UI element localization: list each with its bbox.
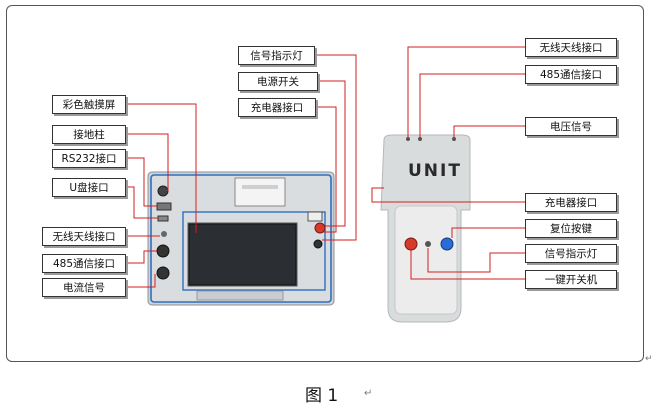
charger-port-left — [313, 239, 323, 249]
label-voltage-signal: 电压信号 — [525, 117, 617, 136]
frame-paragraph-mark: ↵ — [645, 354, 651, 364]
label-one-key-power: 一键开关机 — [525, 270, 617, 289]
port-485-left — [156, 244, 170, 258]
label-signal-led-right: 信号指示灯 — [525, 244, 617, 263]
main-instrument — [147, 171, 335, 306]
handheld-brand: UNIT — [408, 161, 462, 181]
label-power-switch: 电源开关 — [238, 72, 318, 91]
label-left-charger-port: 充电器接口 — [238, 98, 316, 117]
signal-led — [425, 241, 431, 247]
handheld-unit — [380, 134, 471, 323]
label-right-charger-port: 充电器接口 — [525, 193, 617, 212]
label-current-signal: 电流信号 — [42, 278, 126, 297]
power-switch — [314, 222, 326, 234]
rs232-connector — [156, 202, 172, 211]
reset-button — [440, 237, 454, 251]
label-usb-port: U盘接口 — [52, 178, 126, 197]
label-reset-key: 复位按键 — [525, 219, 617, 238]
label-touch-screen: 彩色触摸屏 — [52, 95, 126, 114]
label-ground-post: 接地柱 — [52, 125, 126, 144]
printer-slot — [234, 177, 286, 207]
power-label-plate — [307, 211, 323, 222]
label-right-485-port: 485通信接口 — [525, 65, 617, 84]
label-left-wireless-port: 无线天线接口 — [42, 227, 126, 246]
ground-post — [157, 185, 169, 197]
paragraph-mark: ↵ — [364, 388, 373, 399]
current-signal-port — [156, 266, 170, 280]
antenna-port-left — [161, 231, 167, 237]
label-rs232-port: RS232接口 — [52, 149, 126, 168]
label-left-485-port: 485通信接口 — [42, 254, 126, 273]
figure-caption: 图 1 — [305, 386, 339, 406]
usb-connector — [157, 215, 169, 222]
leader-lines — [126, 46, 525, 288]
label-signal-led-top: 信号指示灯 — [238, 46, 315, 65]
label-right-wireless-port: 无线天线接口 — [525, 38, 617, 57]
one-key-power-button — [404, 237, 418, 251]
